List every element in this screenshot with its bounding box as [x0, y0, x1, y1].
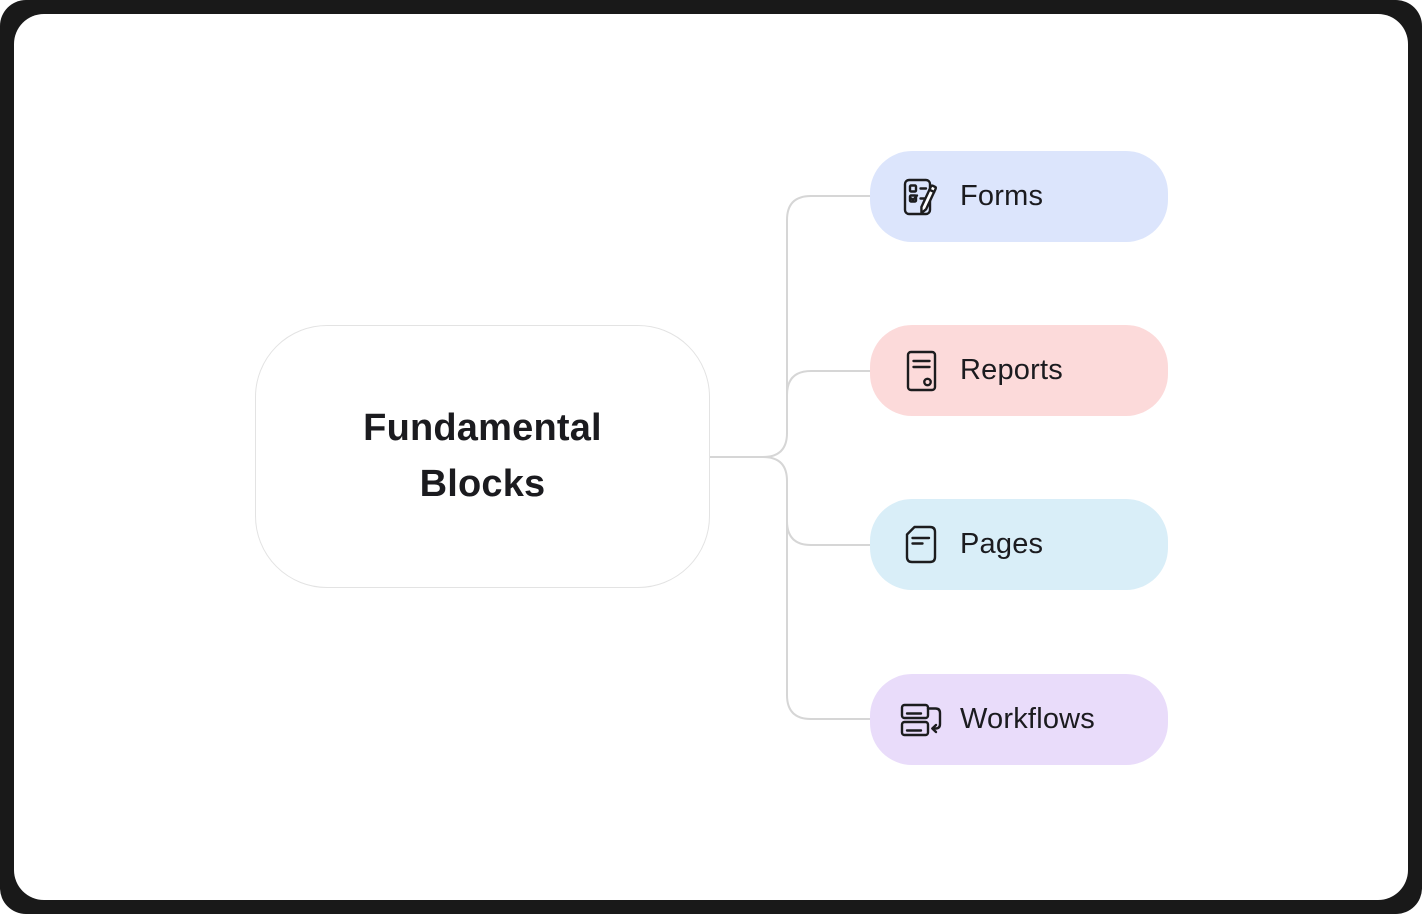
root-node-label: Fundamental Blocks: [363, 406, 602, 505]
node-pages[interactable]: Pages: [870, 499, 1168, 590]
page-icon: [905, 525, 937, 563]
node-reports[interactable]: Reports: [870, 325, 1168, 416]
node-workflows-label: Workflows: [960, 703, 1096, 735]
workflow-arrow-icon: [900, 703, 942, 736]
diagram-canvas: [14, 14, 1408, 900]
node-workflows[interactable]: Workflows: [870, 674, 1168, 765]
report-icon: [906, 350, 937, 391]
node-forms-label: Forms: [960, 180, 1044, 212]
root-node[interactable]: Fundamental Blocks: [255, 325, 710, 588]
node-forms[interactable]: Forms: [870, 151, 1168, 242]
form-pencil-icon: [903, 178, 938, 215]
node-reports-label: Reports: [960, 354, 1063, 386]
node-pages-label: Pages: [960, 528, 1044, 560]
